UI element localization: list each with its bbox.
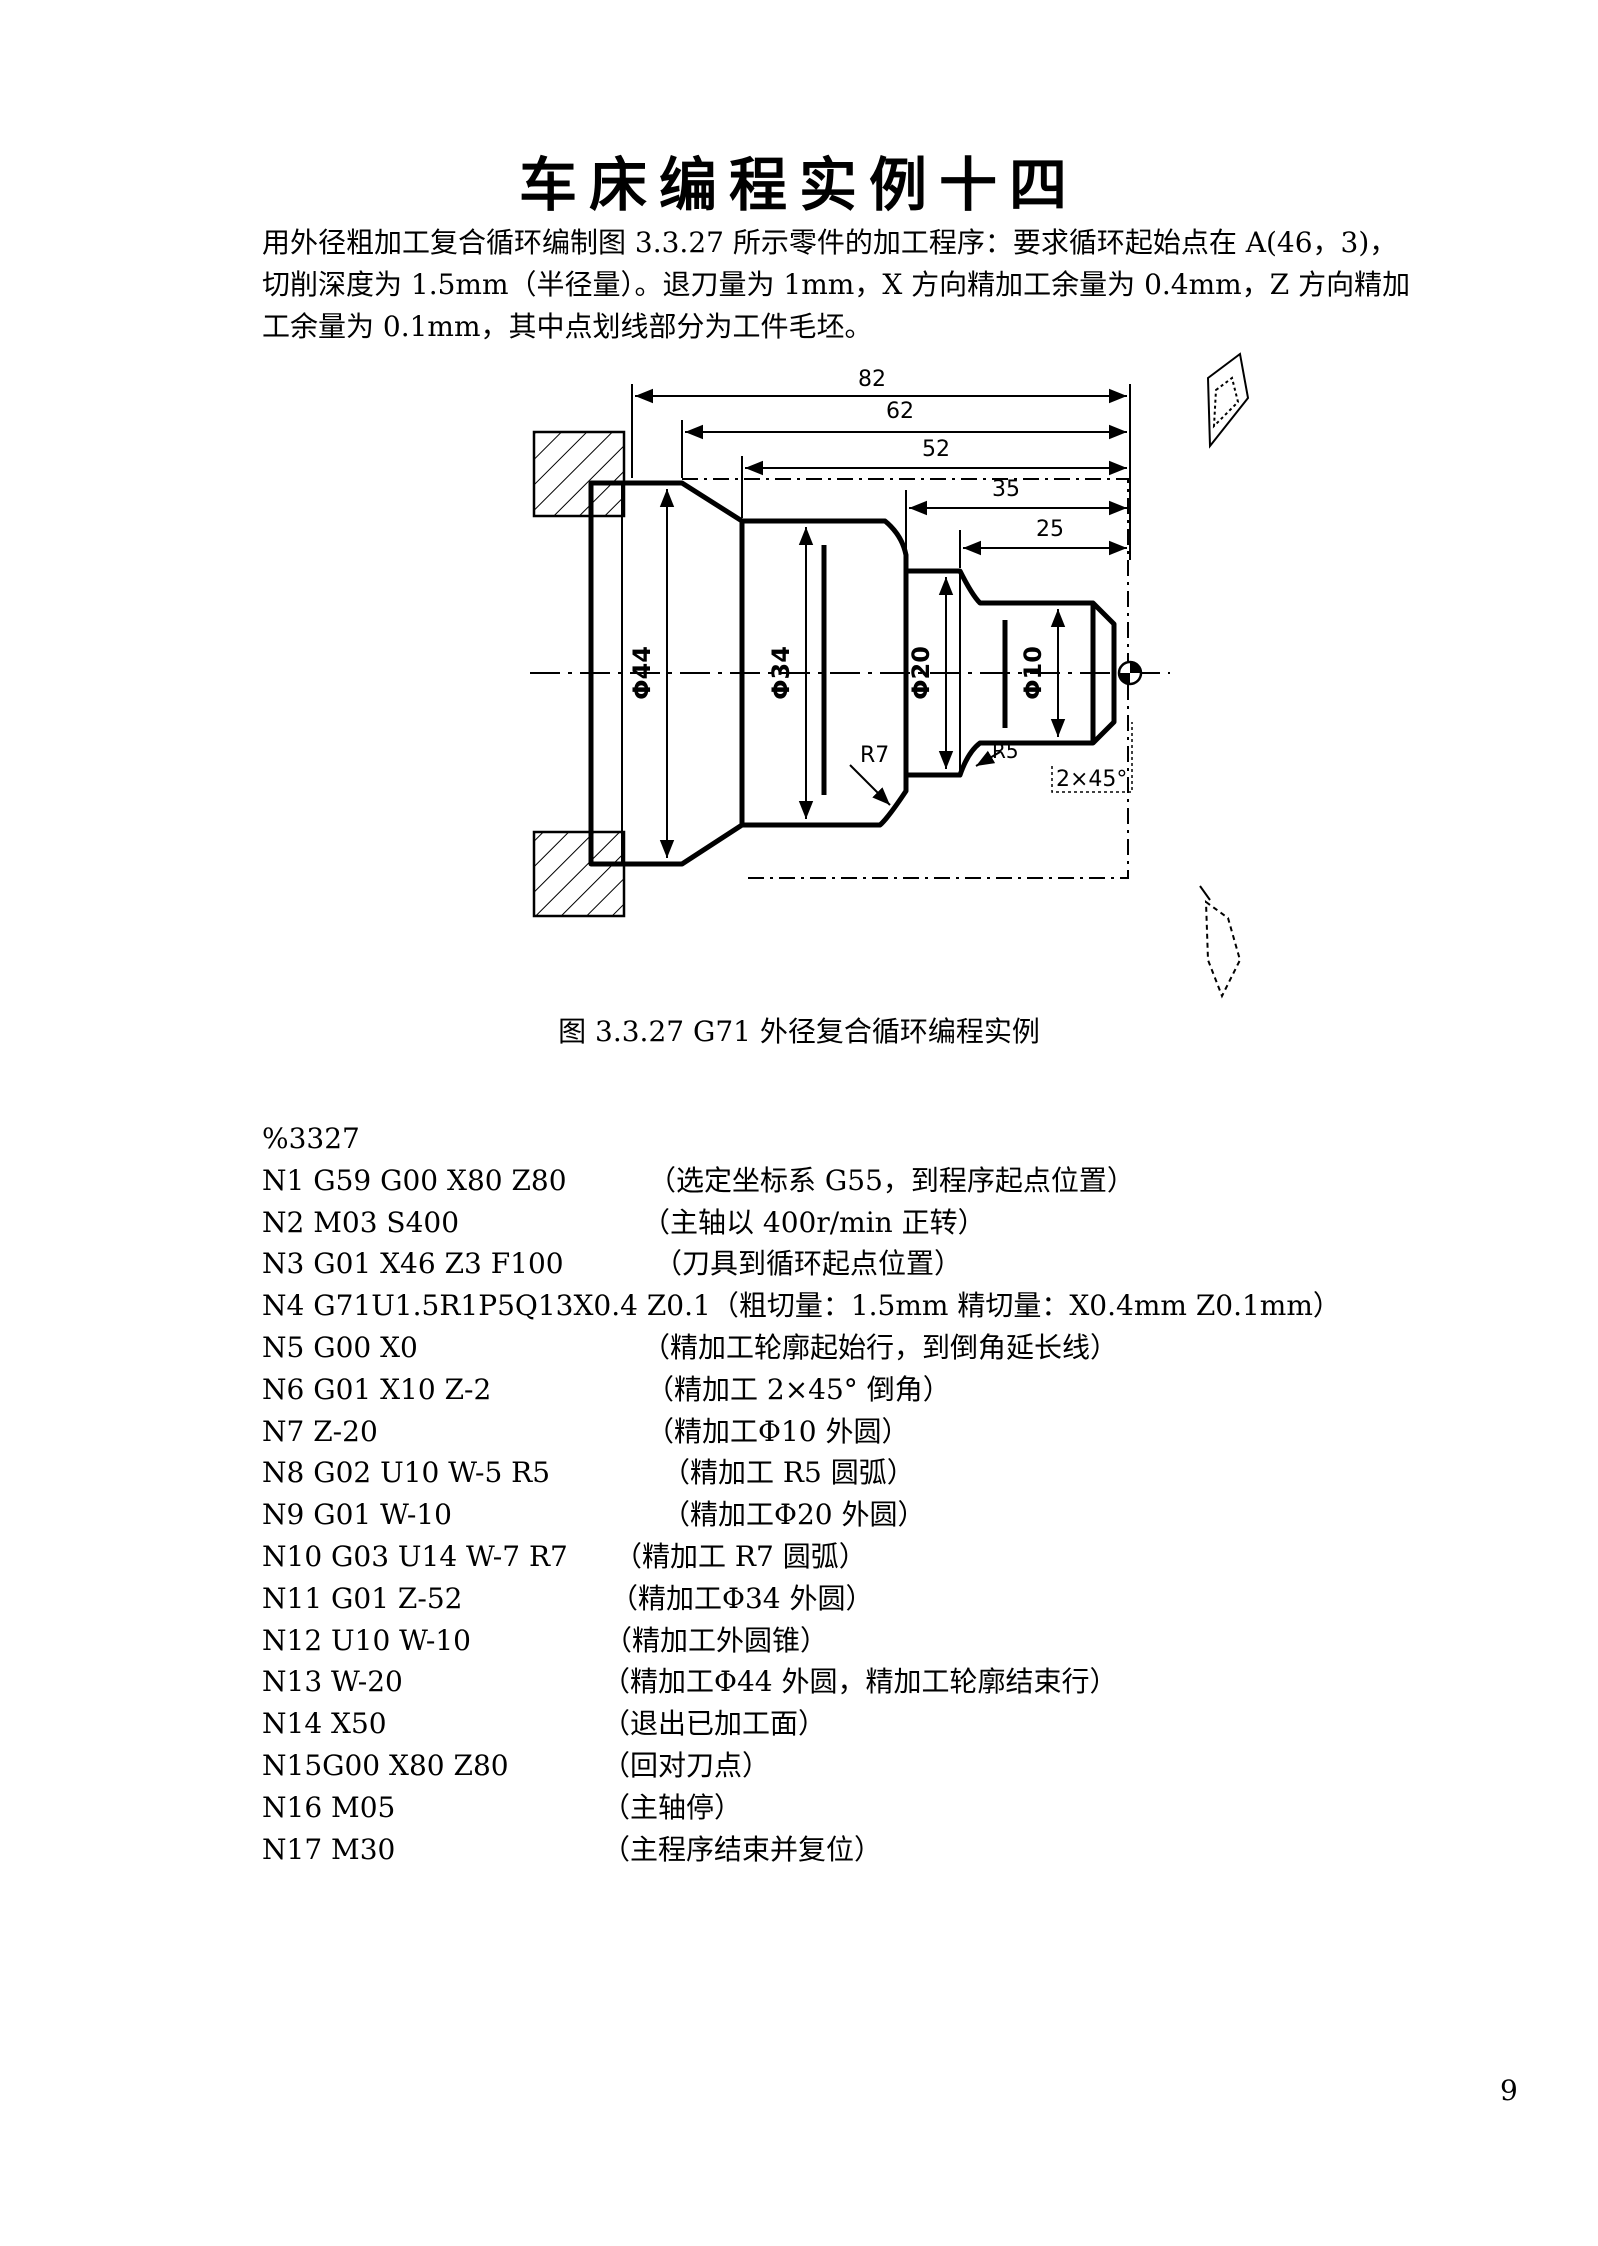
program-line: N12 U10 W-10 （精加工外圆锥） <box>262 1620 1562 1662</box>
workpiece-blank <box>682 478 1129 879</box>
program-comment: （刀具到循环起点位置） <box>654 1247 963 1281</box>
inner-marks <box>821 545 1008 795</box>
program-code: N16 M05 <box>262 1790 396 1824</box>
program-code: N4 G71U1.5R1P5Q13X0.4 Z0.1 <box>262 1289 711 1323</box>
part-outline <box>588 480 1117 867</box>
program-code: N8 G02 U10 W-5 R5 <box>262 1456 551 1490</box>
program-line: N1 G59 G00 X80 Z80 （选定坐标系 G55，到程序起点位置） <box>262 1160 1562 1202</box>
dim-52: 52 <box>922 437 950 462</box>
chuck-jaw-upper <box>532 430 626 518</box>
program-line: N11 G01 Z-52 （精加工Φ34 外圆） <box>262 1578 1562 1620</box>
dim-phi10: Φ10 <box>1019 646 1047 700</box>
program-line: N8 G02 U10 W-5 R5 （精加工 R5 圆弧） <box>262 1452 1562 1494</box>
program-line: N14 X50 （退出已加工面） <box>262 1703 1562 1745</box>
program-code: N2 M03 S400 <box>262 1205 460 1239</box>
dim-35: 35 <box>992 477 1020 502</box>
nc-program: %3327 N1 G59 G00 X80 Z80 （选定坐标系 G55，到程序起点… <box>262 1118 1562 1870</box>
dim-25: 25 <box>1036 517 1064 542</box>
chamfer-leader <box>1051 722 1133 793</box>
program-comment: （粗切量：1.5mm 精切量：X0.4mm Z0.1mm） <box>710 1289 1341 1323</box>
program-line: N15G00 X80 Z80 （回对刀点） <box>262 1745 1562 1787</box>
program-code: N12 U10 W-10 <box>262 1623 471 1657</box>
program-line: N16 M05 （主轴停） <box>262 1787 1562 1829</box>
page-title: 车床编程实例十四 <box>518 151 1079 219</box>
intro-line: 工余量为 0.1mm，其中点划线部分为工件毛坯。 <box>262 310 873 343</box>
program-comment: （精加工Φ20 外圆） <box>662 1498 926 1532</box>
program-line: N3 G01 X46 Z3 F100 （刀具到循环起点位置） <box>262 1243 1562 1285</box>
length-dims <box>631 384 1131 568</box>
figure-caption: 图 3.3.27 G71 外径复合循环编程实例 <box>558 1015 1040 1048</box>
program-comment: （主轴停） <box>602 1790 743 1824</box>
cutting-tool-upper-icon <box>1206 352 1250 449</box>
program-code: N10 G03 U14 W-7 R7 <box>262 1539 568 1573</box>
program-code: N17 M30 <box>262 1832 396 1866</box>
program-code: N1 G59 G00 X80 Z80 <box>262 1163 567 1197</box>
program-line: N2 M03 S400 （主轴以 400r/min 正转） <box>262 1202 1562 1244</box>
program-comment: （选定坐标系 G55，到程序起点位置） <box>648 1163 1135 1197</box>
dim-chamfer: 2×45° <box>1056 767 1127 792</box>
program-code: N6 G01 X10 Z-2 <box>262 1372 492 1406</box>
intro-line: 用外径粗加工复合循环编制图 3.3.27 所示零件的加工程序：要求循环起始点在 … <box>262 226 1398 259</box>
program-line: N9 G01 W-10 （精加工Φ20 外圆） <box>262 1494 1562 1536</box>
program-code: N9 G01 W-10 <box>262 1498 452 1532</box>
program-comment: （精加工 2×45° 倒角） <box>646 1372 951 1406</box>
program-comment: （精加工Φ44 外圆，精加工轮廓结束行） <box>602 1665 1118 1699</box>
dim-phi34: Φ34 <box>767 646 795 700</box>
dim-phi44: Φ44 <box>628 646 656 700</box>
dim-82: 82 <box>858 367 886 392</box>
program-comment: （精加工外圆锥） <box>604 1623 829 1657</box>
dim-r5: R5 <box>992 739 1019 763</box>
program-line: N5 G00 X0 （精加工轮廓起始行，到倒角延长线） <box>262 1327 1562 1369</box>
program-comment: （退出已加工面） <box>602 1707 827 1741</box>
program-line: N7 Z-20 （精加工Φ10 外圆） <box>262 1411 1562 1453</box>
program-code: N13 W-20 <box>262 1665 403 1699</box>
program-comment: （主程序结束并复位） <box>602 1832 883 1866</box>
program-line: N4 G71U1.5R1P5Q13X0.4 Z0.1（粗切量：1.5mm 精切量… <box>262 1285 1562 1327</box>
program-code: N11 G01 Z-52 <box>262 1581 463 1615</box>
program-number: %3327 <box>262 1122 360 1155</box>
dim-r7: R7 <box>860 743 889 768</box>
program-code: N3 G01 X46 Z3 F100 <box>262 1247 564 1281</box>
program-code: N5 G00 X0 <box>262 1330 418 1364</box>
page-number: 9 <box>1500 2074 1518 2107</box>
part-drawing: Φ44 Φ34 Φ20 Φ10 82 62 52 35 25 R7 R5 2×4… <box>530 352 1250 999</box>
program-code: N7 Z-20 <box>262 1414 378 1448</box>
chuck-jaw-lower <box>532 830 626 918</box>
intro-line: 切削深度为 1.5mm（半径量）。退刀量为 1mm，X 方向精加工余量为 0.4… <box>262 268 1411 301</box>
program-comment: （精加工Φ10 外圆） <box>646 1414 910 1448</box>
cutting-tool-lower-icon <box>1199 885 1242 999</box>
program-comment: （精加工 R7 圆弧） <box>614 1539 867 1573</box>
problem-statement: 用外径粗加工复合循环编制图 3.3.27 所示零件的加工程序：要求循环起始点在 … <box>262 222 1532 348</box>
program-code: N14 X50 <box>262 1707 387 1741</box>
program-origin-icon <box>1117 660 1143 686</box>
program-line: N13 W-20 （精加工Φ44 外圆，精加工轮廓结束行） <box>262 1661 1562 1703</box>
radius-leaders <box>849 750 1001 806</box>
dim-62: 62 <box>886 399 914 424</box>
program-line: N6 G01 X10 Z-2 （精加工 2×45° 倒角） <box>262 1369 1562 1411</box>
program-comment: （主轴以 400r/min 正转） <box>642 1205 986 1239</box>
program-comment: （回对刀点） <box>602 1748 771 1782</box>
diameter-dims <box>659 489 1066 858</box>
dim-phi20: Φ20 <box>907 646 935 700</box>
program-comment: （精加工 R5 圆弧） <box>662 1456 915 1490</box>
program-comment: （精加工轮廓起始行，到倒角延长线） <box>642 1330 1119 1364</box>
program-line: N10 G03 U14 W-7 R7 （精加工 R7 圆弧） <box>262 1536 1562 1578</box>
program-line: N17 M30 （主程序结束并复位） <box>262 1829 1562 1871</box>
program-comment: （精加工Φ34 外圆） <box>610 1581 874 1615</box>
program-code: N15G00 X80 Z80 <box>262 1748 509 1782</box>
